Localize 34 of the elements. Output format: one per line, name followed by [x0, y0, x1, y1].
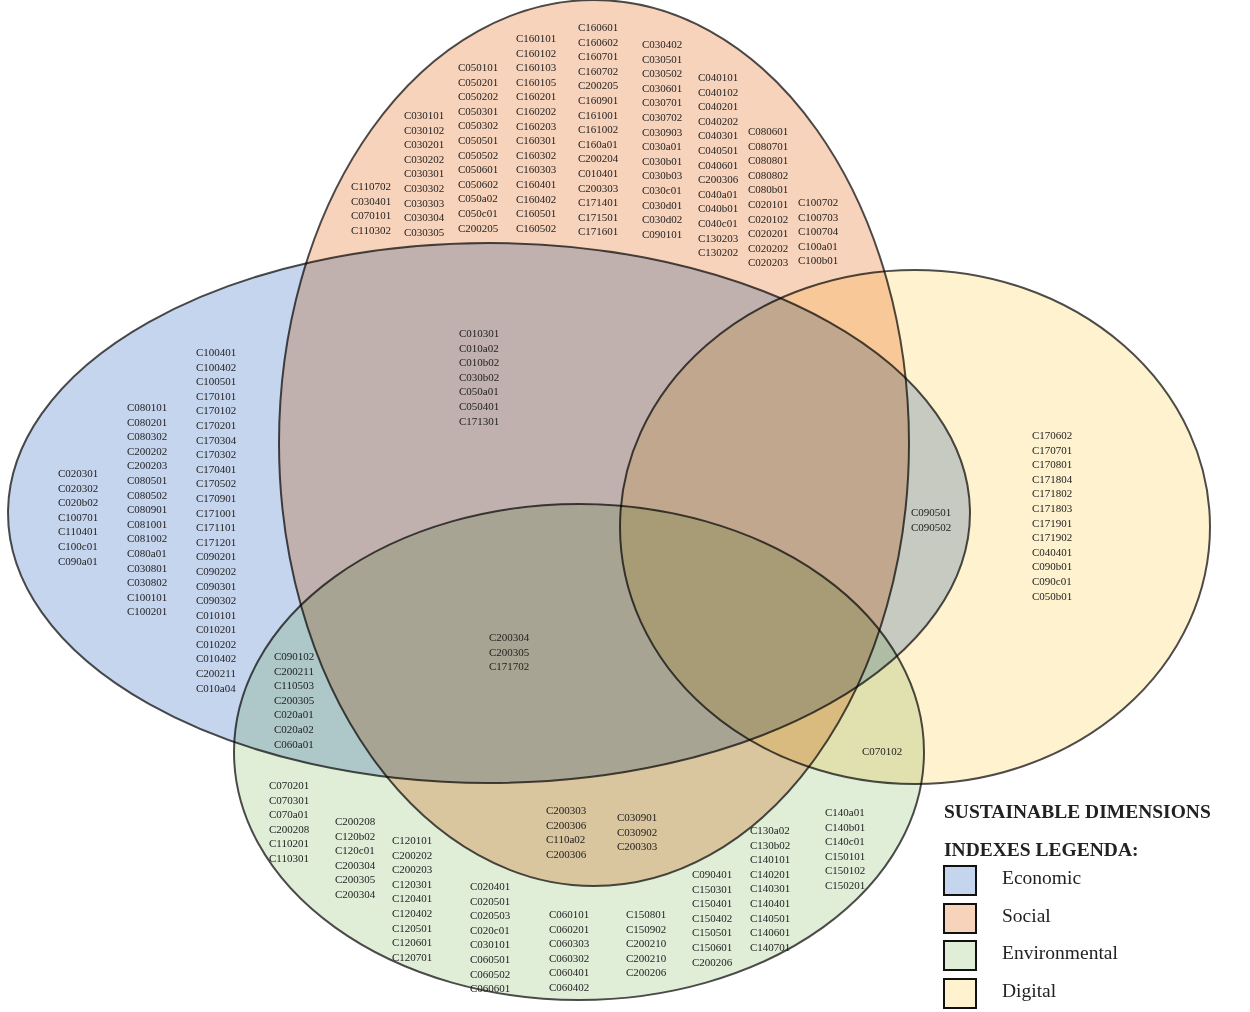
- code-list: C050101 C050201 C050202 C050301 C050302 C050501 C050502 C050601 C050602 C050a02 C050c01 C200205: [458, 60, 499, 236]
- code-list: C160101 C160102 C160103 C160105 C160201 C160202 C160203 C160301 C160302 C160303 C160401 C160402 C160501 C160502: [516, 31, 557, 236]
- code-list: C130a02 C130b02 C140101 C140201 C140301 C140401 C140501 C140601 C140701: [750, 823, 791, 955]
- code-list: C160601 C160602 C160701 C160702 C200205 C160901 C161001 C161002 C160a01 C200204 C010401 C200303 C171401 C171501 C171601: [578, 20, 619, 239]
- code-list: C120101 C200202 C200203 C120301 C120401 C120402 C120501 C120601 C120701: [392, 833, 433, 965]
- code-list: C110702 C030401 C070101 C110302: [351, 179, 392, 238]
- code-list: C070102: [862, 744, 903, 759]
- code-list: C200208 C120b02 C120c01 C200304 C200305 C200304: [335, 814, 376, 902]
- legend-label: Social: [1002, 904, 1051, 927]
- code-list: C170602 C170701 C170801 C171804 C171802 C171803 C171901 C171902 C040401 C090b01 C090c01 C050b01: [1032, 428, 1073, 604]
- code-list: C090501 C090502: [911, 505, 952, 535]
- legend-label: Economic: [1002, 867, 1082, 889]
- code-list: C030101 C030102 C030201 C030202 C030301 C030302 C030303 C030304 C030305: [404, 108, 445, 240]
- code-list: C020401 C020501 C020503 C020c01 C030101 C060501 C060502 C060601: [470, 879, 511, 996]
- code-list: C200304 C200305 C171702: [489, 630, 530, 674]
- code-list: C080601 C080701 C080801 C080802 C080b01 C020101 C020102 C020201 C020202 C020203: [748, 124, 789, 270]
- legend-label: Digital: [1002, 979, 1057, 1002]
- code-list: C070201 C070301 C070a01 C200208 C110201 C110301: [269, 778, 310, 866]
- code-list: C060101 C060201 C060303 C060302 C060401 C060402: [549, 907, 590, 995]
- code-list: C150801 C150902 C200210 C200210 C200206: [626, 907, 667, 980]
- code-list: C020301 C020302 C020b02 C100701 C110401 C100c01 C090a01: [58, 466, 99, 569]
- legend-label: Environmental: [1002, 942, 1118, 964]
- code-list: C080101 C080201 C080302 C200202 C200203 C080501 C080502 C080901 C081001 C081002 C080a01 C030801 C030802 C100101 C100201: [127, 400, 168, 619]
- code-list: C140a01 C140b01 C140c01 C150101 C150102 C150201: [825, 805, 866, 893]
- code-list: C040101 C040102 C040201 C040202 C040301 C040501 C040601 C200306 C040a01 C040b01 C040c01 C130203 C130202: [698, 70, 739, 260]
- legend-title: SUSTAINABLE DIMENSIONS INDEXES LEGENDA:: [944, 800, 1212, 862]
- code-list: C090401 C150301 C150401 C150402 C150501 C150601 C200206: [692, 867, 733, 970]
- code-list: C030402 C030501 C030502 C030601 C030701 C030702 C030903 C030a01 C030b01 C030b03 C030c01 C030d01 C030d02 C090101: [642, 37, 683, 242]
- code-list: C200303 C200306 C110a02 C200306: [546, 803, 587, 862]
- code-list: C100702 C100703 C100704 C100a01 C100b01: [798, 195, 839, 268]
- code-list: C100401 C100402 C100501 C170101 C170102 C170201 C170304 C170302 C170401 C170502 C170901 C171001 C171101 C171201 C090201 C090202 C090301 C090302 C010101 C010201 C010202 C010402 C200211 C010a04: [196, 345, 237, 696]
- code-list: C090102 C200211 C110503 C200305 C020a01 C020a02 C060a01: [274, 649, 315, 752]
- code-list: C030901 C030902 C200303: [617, 810, 658, 854]
- code-list: C010301 C010a02 C010b02 C030b02 C050a01 C050401 C171301: [459, 326, 500, 429]
